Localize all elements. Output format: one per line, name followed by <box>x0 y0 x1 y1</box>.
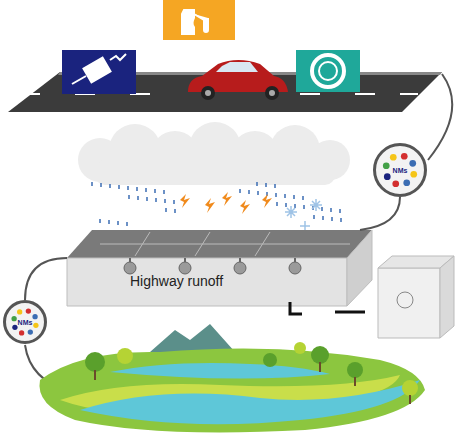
bracket <box>290 302 365 314</box>
car <box>188 60 288 100</box>
nm-label: NMs <box>392 167 409 174</box>
connector <box>360 197 400 230</box>
nm-circle: NMs <box>3 300 47 344</box>
filter-cube <box>378 256 454 338</box>
rain <box>92 182 341 226</box>
brake-icon <box>62 50 136 94</box>
nm-circle: NMs <box>373 143 427 197</box>
runoff-box <box>67 230 372 306</box>
wire <box>428 74 452 160</box>
landscape <box>39 324 425 432</box>
snow <box>285 199 322 231</box>
runoff-box: Highway runoff <box>67 230 372 306</box>
lightning <box>180 192 272 214</box>
box-label: Highway runoff <box>130 273 223 289</box>
tire-icon <box>296 50 360 92</box>
fuel-icon <box>163 0 235 40</box>
clouds <box>78 122 350 185</box>
connector <box>25 258 67 300</box>
nm-label: NMs <box>17 319 34 326</box>
